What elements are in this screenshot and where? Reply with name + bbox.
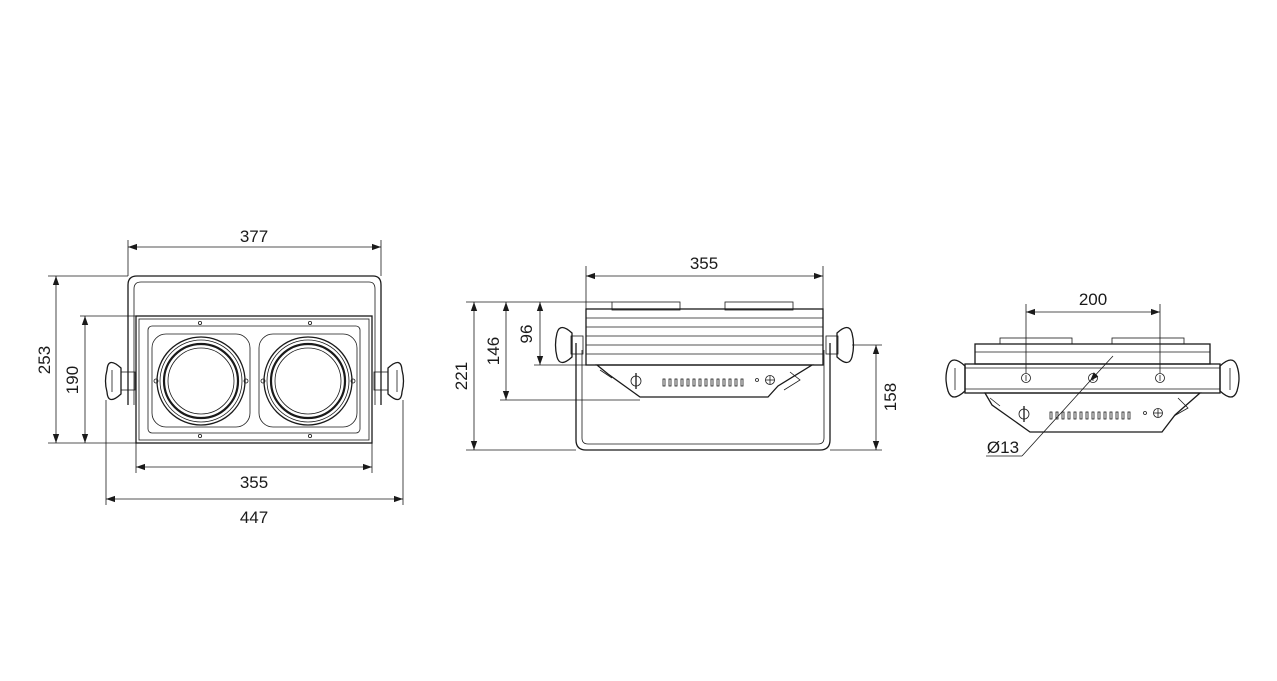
front-view: 377 253 190 355 447 <box>35 227 405 527</box>
side-power-connector-icon <box>630 373 642 389</box>
top-view: 200 Ø13 <box>945 290 1240 457</box>
top-mount-hole-right <box>1155 373 1165 383</box>
top-pad-right <box>1111 337 1185 345</box>
side-view: 355 221 146 96 158 <box>452 254 900 451</box>
side-pad-left <box>611 301 681 311</box>
top-ground-screw-icon <box>1153 408 1163 418</box>
side-pad-right <box>724 301 794 311</box>
front-knob-right <box>373 361 405 401</box>
side-bracket <box>575 343 831 451</box>
top-power-connector-icon <box>1018 406 1030 422</box>
side-lower-body <box>595 364 815 398</box>
dim-front-447: 447 <box>240 508 268 527</box>
top-upper-body <box>974 343 1211 365</box>
front-lens-right <box>258 333 358 428</box>
dim-front-377: 377 <box>240 227 268 246</box>
dim-side-158: 158 <box>881 383 900 411</box>
top-pad-left <box>999 337 1073 345</box>
top-lower-body <box>983 392 1202 433</box>
front-yoke <box>127 275 382 405</box>
front-body <box>135 315 373 444</box>
dim-side-355: 355 <box>690 254 718 273</box>
side-knob-left <box>554 326 584 364</box>
front-knob-left <box>104 361 136 401</box>
side-vents <box>662 378 744 387</box>
top-knob-left <box>945 359 966 398</box>
dim-top-200: 200 <box>1079 290 1107 309</box>
dim-front-253: 253 <box>35 346 54 374</box>
dim-front-355: 355 <box>240 473 268 492</box>
dim-side-96: 96 <box>517 325 536 344</box>
top-mount-hole-left <box>1021 373 1031 383</box>
dim-side-221: 221 <box>452 362 471 390</box>
top-knob-right <box>1219 359 1240 398</box>
side-knob-right <box>825 326 855 364</box>
top-vents <box>1049 411 1131 420</box>
dim-front-190: 190 <box>63 366 82 394</box>
dim-top-hole-diameter: Ø13 <box>987 438 1019 457</box>
front-lens-left <box>151 333 251 428</box>
dim-side-146: 146 <box>484 337 503 365</box>
side-ground-screw-icon <box>765 375 775 385</box>
side-housing <box>585 308 824 366</box>
